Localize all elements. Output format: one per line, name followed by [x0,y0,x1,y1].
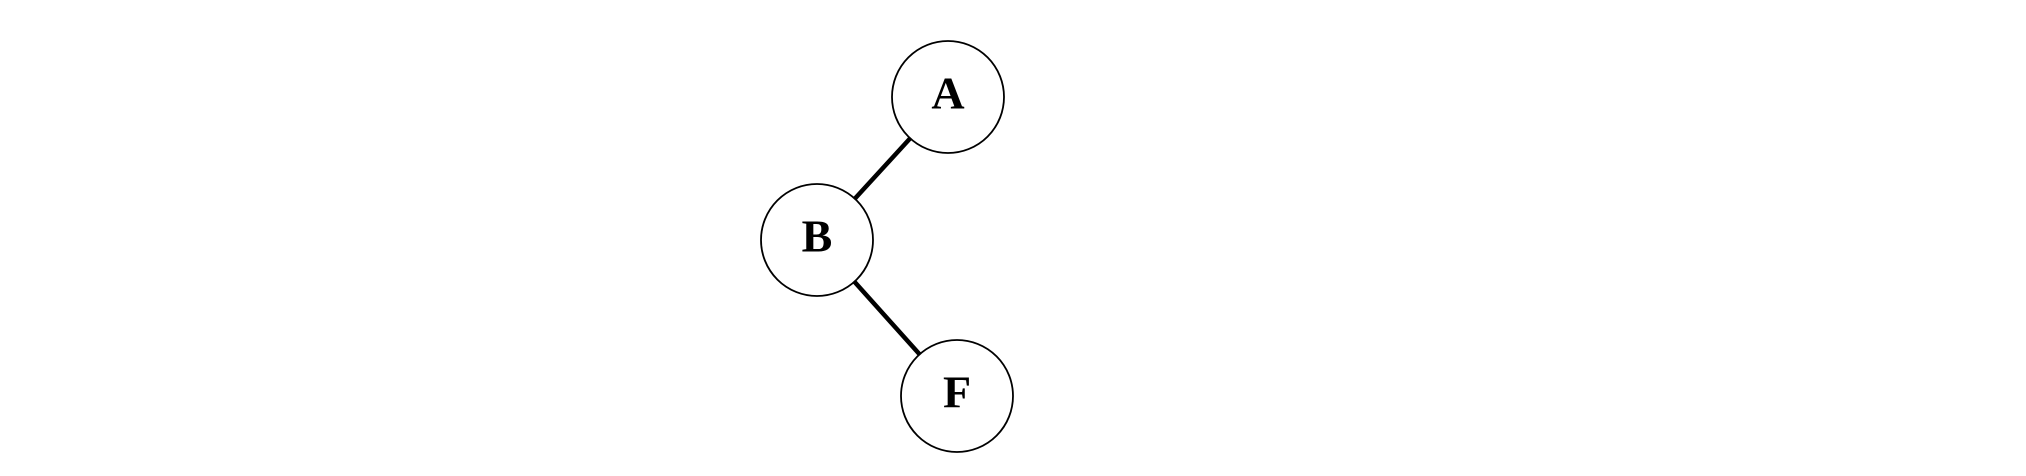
node-A-circle [891,40,1005,154]
node-A-label: A [931,68,964,119]
nodes-layer: A B F [760,40,1014,453]
node-B-circle [760,183,874,297]
node-B-label: B [802,211,833,262]
node-F-label: F [943,367,971,418]
node-F-circle [900,339,1014,453]
